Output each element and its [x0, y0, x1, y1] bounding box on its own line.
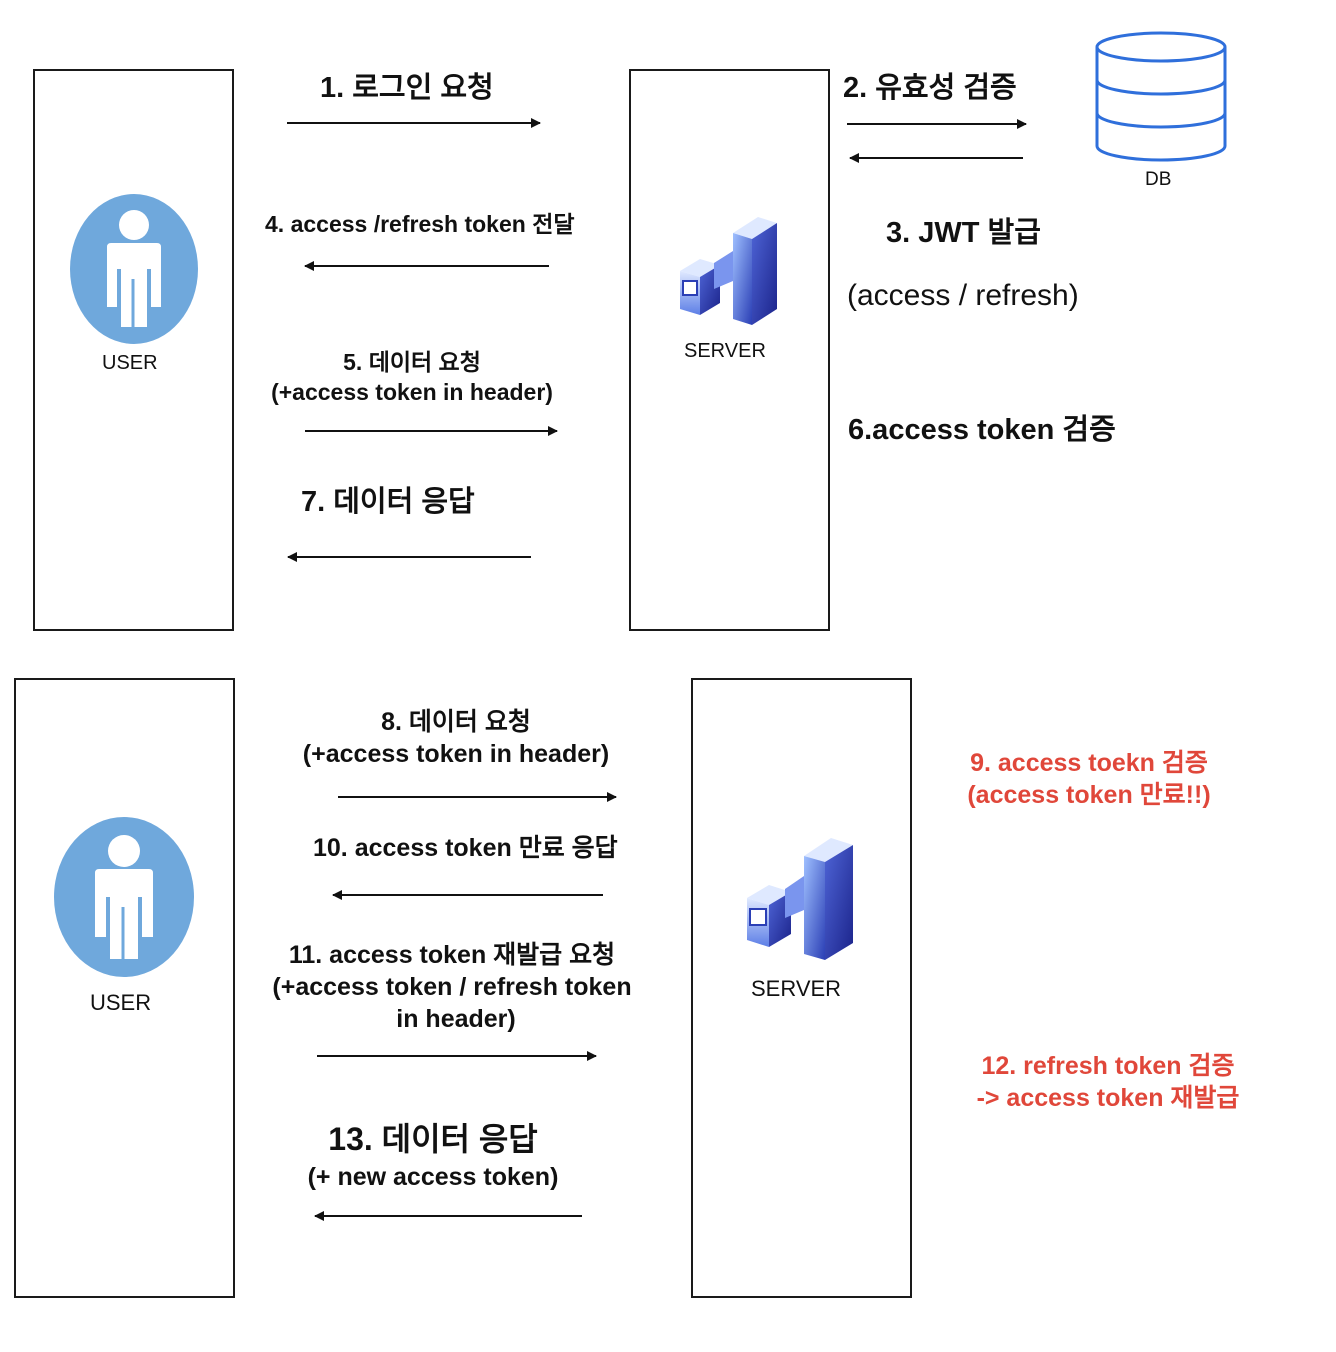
- step5-line1: 5. 데이터 요청: [343, 349, 481, 375]
- bottom-user-label: USER: [90, 990, 152, 1015]
- step8-line1: 8. 데이터 요청: [381, 708, 531, 736]
- step13-line1: 13. 데이터 응답: [328, 1121, 538, 1157]
- bottom-server-box: [691, 678, 912, 1298]
- user-icon: [54, 817, 194, 977]
- top-server-label: SERVER: [684, 340, 766, 362]
- step3-label: 3. JWT 발급: [886, 217, 1041, 249]
- step8-line2: (+access token in header): [302, 740, 610, 768]
- step11-line2: (+access token / refresh token: [272, 973, 632, 1001]
- step7-label: 7. 데이터 응답: [301, 486, 475, 518]
- step9-line1: 9. access toekn 검증: [970, 749, 1208, 777]
- step1-label: 1. 로그인 요청: [320, 72, 494, 104]
- step4-label: 4. access /refresh token 전달: [265, 211, 575, 237]
- step6-label: 6.access token 검증: [848, 414, 1116, 446]
- bottom-user-box: [14, 678, 235, 1298]
- server-icon: [680, 217, 777, 325]
- database-icon: [1095, 31, 1227, 162]
- step12-line1: 12. refresh token 검증: [981, 1052, 1235, 1080]
- step13-line2: (+ new access token): [307, 1163, 559, 1191]
- bottom-server-label: SERVER: [751, 976, 842, 1001]
- step5-line2: (+access token in header): [271, 379, 553, 405]
- step11-line3: in header): [396, 1005, 516, 1033]
- top-user-box: [33, 69, 234, 631]
- step12-line2: -> access token 재발급: [976, 1084, 1240, 1112]
- step11-line1: 11. access token 재발급 요청: [288, 941, 616, 969]
- server-icon: [747, 838, 853, 960]
- top-user-label: USER: [102, 352, 158, 374]
- step9-line2: (access token 만료!!): [967, 781, 1211, 809]
- step10-label: 10. access token 만료 응답: [313, 834, 618, 862]
- db-label: DB: [1145, 169, 1172, 190]
- top-server-box: [629, 69, 830, 631]
- step3-sub-label: (access / refresh): [847, 279, 1079, 312]
- user-icon: [70, 194, 198, 344]
- step2-label: 2. 유효성 검증: [843, 72, 1017, 104]
